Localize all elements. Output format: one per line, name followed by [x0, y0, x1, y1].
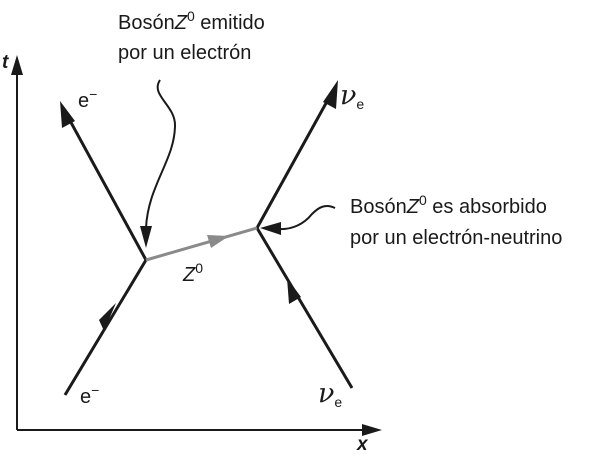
neutrino-incoming-label: νe — [318, 378, 342, 410]
neutrino-outgoing-label: νe — [340, 80, 364, 112]
z-boson-line — [145, 226, 258, 262]
electron-incoming-arrowhead — [99, 303, 116, 331]
absorbed-callout-line1: BosónZ0 es absorbido — [350, 192, 547, 218]
electron-outgoing-arrowhead — [60, 101, 75, 128]
absorption-pointer — [260, 204, 336, 235]
emitted-callout-line2: por un electrón — [118, 42, 251, 64]
emitted-callout-line1: BosónZ0 emitido — [118, 8, 265, 34]
neutrino-incoming — [255, 227, 354, 389]
electron-outgoing-line — [66, 116, 148, 261]
emission-pointer — [140, 79, 177, 248]
x-axis-label: x — [356, 434, 369, 455]
z-boson-arrowhead — [207, 235, 229, 248]
axes: t x — [2, 52, 382, 455]
electron-outgoing-label: e− — [78, 86, 97, 112]
absorbed-callout: BosónZ0 es absorbido por un electrón-neu… — [350, 192, 562, 249]
neutrino-outgoing — [255, 80, 338, 229]
z-boson-label: Z0 — [182, 260, 203, 286]
electron-outgoing — [60, 101, 148, 261]
electron-incoming-label: e− — [80, 382, 99, 408]
emission-pointer-curve — [145, 79, 177, 229]
electron-incoming — [63, 259, 148, 396]
neutrino-outgoing-arrowhead — [323, 80, 338, 109]
z-boson-propagator — [145, 226, 258, 262]
t-axis-arrowhead — [11, 55, 23, 75]
neutrino-incoming-arrowhead — [287, 278, 301, 304]
absorption-pointer-curve — [277, 204, 336, 231]
absorbed-callout-line2: por un electrón-neutrino — [350, 227, 562, 249]
emission-pointer-arrowhead — [140, 226, 152, 248]
emitted-callout: BosónZ0 emitido por un electrón — [118, 8, 265, 64]
t-axis-label: t — [2, 52, 9, 73]
x-axis-arrowhead — [362, 424, 382, 436]
neutrino-outgoing-line — [255, 95, 332, 229]
neutrino-incoming-line — [255, 227, 354, 389]
absorption-pointer-arrowhead — [260, 222, 281, 235]
